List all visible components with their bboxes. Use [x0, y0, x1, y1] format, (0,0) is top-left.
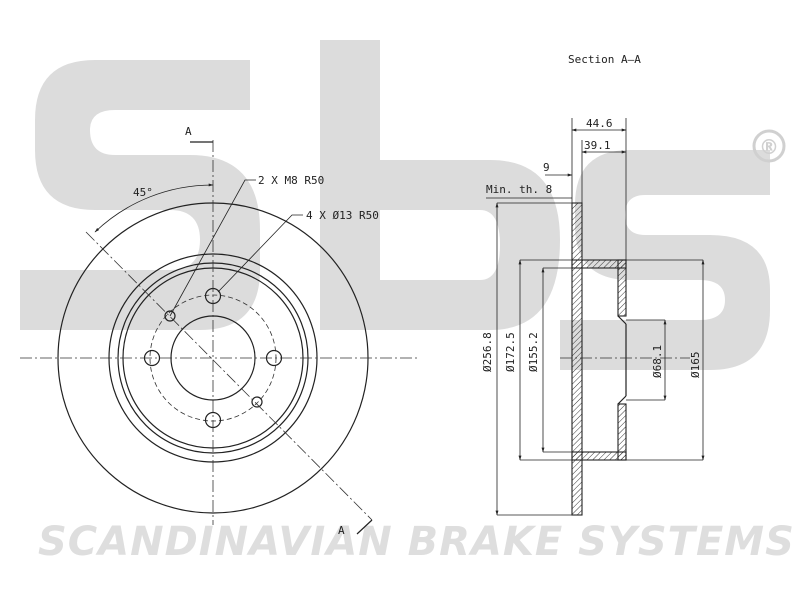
bore-chamfer [617, 315, 627, 325]
bolt-callout: 2 X M8 R50 [258, 174, 324, 187]
bolt-hole [164, 310, 176, 322]
section-marker-bottom: A [338, 524, 345, 537]
hole-leader [217, 214, 303, 293]
min-thickness-label: Min. th. 8 [486, 183, 552, 196]
section-title: Section A–A [568, 53, 641, 66]
watermark-logo-b [320, 40, 560, 330]
section-arrow-bottom [356, 519, 373, 535]
dim-hat-height: 39.1 [584, 139, 611, 152]
hat-wall-section-lower [617, 403, 627, 461]
angle-arc [94, 183, 214, 233]
dia-center: Ø68.1 [651, 345, 664, 378]
brand-line: SCANDINAVIAN BRAKE SYSTEMS [38, 519, 795, 565]
dia-hat: Ø165 [689, 352, 702, 379]
hat-wall-section [617, 259, 627, 317]
svg-text:®: ® [759, 135, 779, 159]
dia-1: Ø172.5 [504, 332, 517, 372]
dim-total-height: 44.6 [586, 117, 613, 130]
section-marker-top: A [185, 125, 192, 138]
angle-label: 45° [133, 186, 153, 199]
dia-outer: Ø256.8 [481, 332, 494, 372]
section-line [85, 231, 373, 521]
dim-thickness: 9 [543, 161, 550, 174]
bore-chamfer [617, 395, 627, 405]
dia-2: Ø155.2 [527, 332, 540, 372]
bolt-leader [169, 179, 256, 317]
hole-callout: 4 X Ø13 R50 [306, 209, 379, 222]
front-view: A A 45° 2 X M8 R50 4 X Ø13 R50 [20, 125, 420, 537]
registered-mark: ® [752, 129, 786, 163]
bolt-hole [251, 396, 263, 408]
section-view: Section A–A 44.6 39.1 9 Min. th. 8 Ø256.… [481, 53, 705, 516]
friction-ring-section [571, 202, 583, 516]
